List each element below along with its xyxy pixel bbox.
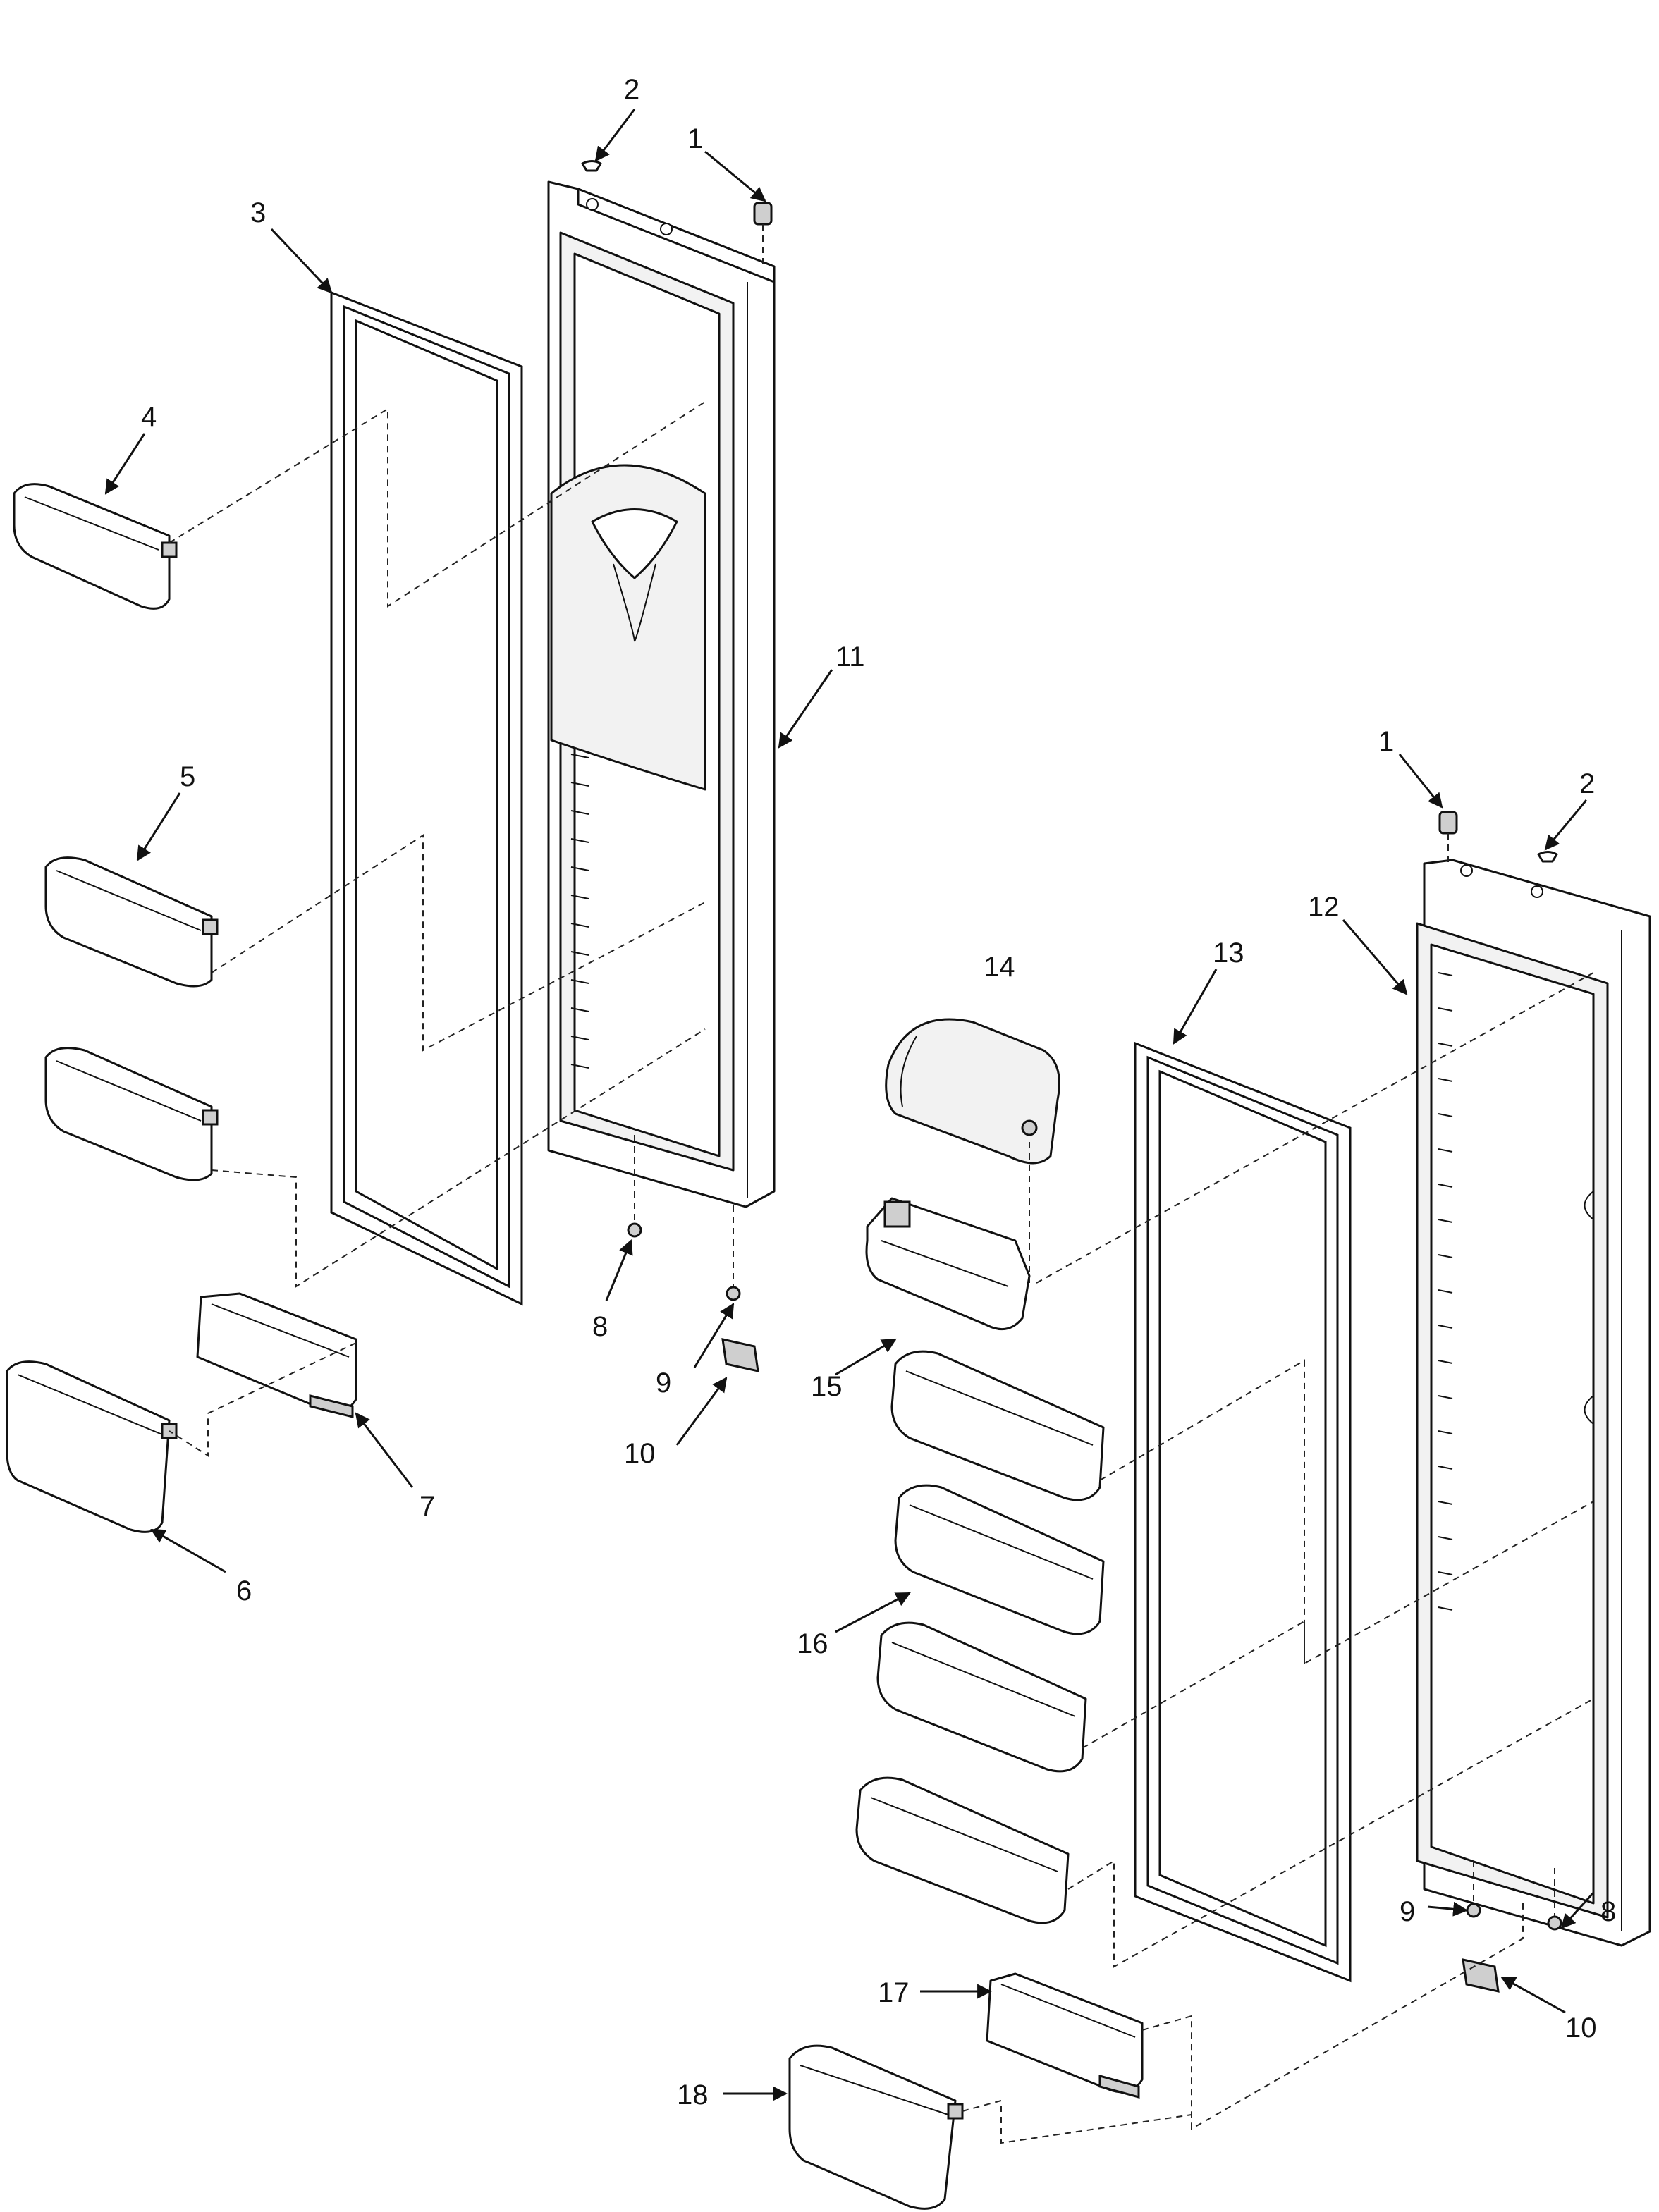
door-bin-16a: [890, 1350, 1105, 1501]
callout-4: 4: [141, 402, 157, 433]
plug-8-left: [627, 1222, 642, 1238]
callout-9-left: 9: [656, 1368, 671, 1399]
door-bin-6: [6, 1360, 178, 1533]
assembly-lines-left: [169, 224, 764, 1457]
callout-16: 16: [797, 1628, 828, 1659]
door-bin-16b: [894, 1484, 1105, 1635]
screw-9-right: [1466, 1903, 1481, 1918]
callout-2-left: 2: [624, 74, 639, 105]
plug-8-right: [1547, 1915, 1562, 1931]
callout-14: 14: [984, 952, 1015, 983]
callout-9-right: 9: [1400, 1896, 1415, 1927]
door-bin-4: [13, 483, 178, 610]
callout-15: 15: [811, 1371, 843, 1402]
callout-6: 6: [236, 1575, 252, 1606]
callout-8-left: 8: [592, 1311, 608, 1342]
dairy-compartment-15: [865, 1197, 1031, 1331]
door-bin-5b: [44, 1047, 219, 1181]
callout-1-right: 1: [1378, 726, 1394, 757]
callout-10-right: 10: [1565, 2013, 1597, 2044]
dairy-compartment-cover-14: [885, 1018, 1060, 1165]
freezer-door-gasket: [330, 290, 523, 1306]
freezer-door-panel: [547, 180, 776, 1208]
hinge-bracket-10-left: [721, 1338, 759, 1372]
fresh-food-door-panel: [1416, 859, 1651, 1947]
callout-11: 11: [835, 641, 865, 672]
hinge-bracket-10-right: [1462, 1958, 1500, 1993]
callout-labels: 1 2 3 4 5 6 7 8 9 10 11 1 2 12 13 14 15 …: [141, 74, 1616, 2110]
assembly-lines-right: [962, 833, 1594, 2144]
screw-top-right: [1537, 851, 1558, 863]
door-shelf-7: [196, 1292, 357, 1418]
callout-5: 5: [180, 761, 195, 792]
door-bin-5: [44, 856, 219, 988]
callout-3: 3: [250, 197, 266, 228]
callout-17: 17: [878, 1977, 910, 2008]
callout-18: 18: [677, 2079, 709, 2110]
hinge-bushing-right: [1438, 811, 1458, 835]
screw-9-left: [726, 1286, 741, 1301]
callout-1-left: 1: [687, 123, 703, 154]
door-bin-16c: [876, 1621, 1087, 1773]
callout-10-left: 10: [624, 1438, 656, 1469]
callout-13: 13: [1213, 938, 1244, 969]
door-shelf-17: [986, 1972, 1144, 2099]
door-bin-16d: [855, 1776, 1070, 1924]
callout-7: 7: [420, 1491, 435, 1522]
callout-2-right: 2: [1579, 768, 1595, 799]
callout-leaders: [104, 109, 1595, 2101]
callout-8-right: 8: [1600, 1896, 1616, 1927]
fresh-food-door-gasket: [1134, 1041, 1352, 1983]
door-bin-18: [788, 2044, 964, 2210]
screw-top-left: [581, 160, 602, 172]
hinge-bushing-left: [753, 202, 773, 226]
callout-12: 12: [1308, 892, 1340, 923]
